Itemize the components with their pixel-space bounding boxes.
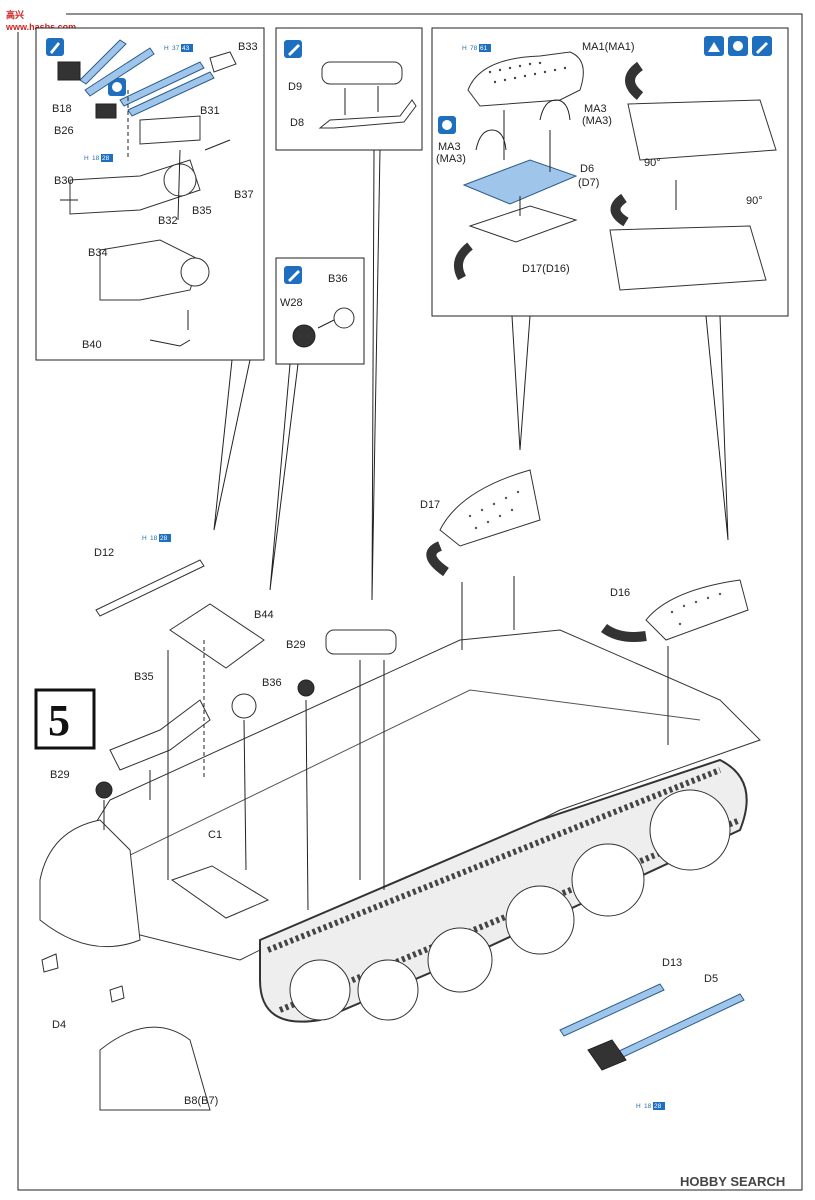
main-label: B35 — [134, 671, 154, 683]
color-ref-code: H — [142, 535, 147, 542]
color-ref-num: 78 — [470, 45, 478, 52]
inset-w28-label: B36 — [328, 273, 348, 285]
callout-lines — [213, 149, 729, 601]
glue-icon — [108, 78, 126, 96]
color-ref-num: 18 — [644, 1103, 652, 1110]
inset-muffler-label: (MA3) — [436, 153, 466, 165]
inset-gun-label: B32 — [158, 215, 178, 227]
inset-muffler-label: MA3 — [584, 103, 607, 115]
inset-gun-label: B35 — [192, 205, 212, 217]
main-label: D17 — [420, 499, 440, 511]
main-label: D12 — [94, 547, 114, 559]
color-ref: H 37 43 — [164, 44, 193, 52]
color-ref-num: 28 — [654, 1103, 662, 1110]
color-ref: H 18 28 — [84, 154, 113, 162]
step-number-box — [34, 688, 96, 750]
glue-icon — [728, 36, 748, 56]
inset-gun-label: B30 — [54, 175, 74, 187]
color-ref-num: 43 — [182, 45, 190, 52]
page-border — [17, 13, 803, 1191]
step-number: 5 — [48, 696, 70, 745]
inset-d9-label: D8 — [290, 117, 304, 129]
inset-gun-label: B26 — [54, 125, 74, 137]
main-label: B8(B7) — [184, 1095, 218, 1107]
main-assembly: 5 — [34, 469, 761, 1111]
color-ref-code: H — [164, 45, 169, 52]
cement-tube-icon — [752, 36, 772, 56]
color-ref-code: H — [84, 155, 89, 162]
main-label: D5 — [704, 973, 718, 985]
inset-muffler-label: 90° — [746, 195, 763, 207]
color-ref-num: 28 — [102, 155, 110, 162]
site-logo-text: www.hasbs.com — [5, 22, 76, 32]
inset-muffler-label: MA1(MA1) — [582, 41, 635, 53]
inset-gun-label: B40 — [82, 339, 102, 351]
color-ref-num: 18 — [150, 535, 158, 542]
site-logo: 高兴 www.hasbs.com — [4, 2, 76, 32]
color-ref-num: 18 — [92, 155, 100, 162]
inset-muffler: MA1(MA1) MA3 (MA3) MA3 (MA3) D6 (D7) D17… — [431, 27, 789, 317]
inset-gun-label: B31 — [200, 105, 220, 117]
inset-muffler-label: D6 — [580, 163, 594, 175]
cement-tube-icon — [284, 40, 302, 58]
main-label: D4 — [52, 1019, 66, 1031]
cement-tube-icon — [284, 266, 302, 284]
color-ref-num: 61 — [480, 45, 488, 52]
inset-muffler-label: (D7) — [578, 177, 599, 189]
main-label: B36 — [262, 677, 282, 689]
paint-brush-icon — [46, 38, 64, 56]
flip-over-icon — [704, 36, 724, 56]
main-label: D13 — [662, 957, 682, 969]
glue-icon — [438, 116, 456, 134]
inset-w28-label: W28 — [280, 297, 303, 309]
main-label: B29 — [286, 639, 306, 651]
color-ref-code: H — [636, 1103, 641, 1110]
inset-gun-label: B18 — [52, 103, 72, 115]
color-ref: H 78 61 — [462, 44, 491, 52]
inset-muffler-label: (MA3) — [582, 115, 612, 127]
inset-muffler-label: D17(D16) — [522, 263, 570, 275]
watermark: HOBBY SEARCH — [680, 1174, 785, 1189]
main-label: D16 — [610, 587, 630, 599]
color-ref: H 18 28 — [636, 1102, 665, 1110]
main-label: C1 — [208, 829, 222, 841]
color-ref-num: 28 — [160, 535, 168, 542]
inset-gun-label: B33 — [238, 41, 258, 53]
inset-gun-label: B34 — [88, 247, 108, 259]
inset-d9: D9 D8 — [275, 27, 423, 151]
color-ref-num: 37 — [172, 45, 180, 52]
inset-gun: B33 B18 B31 B26 B30 B32 B35 B37 B34 B40 … — [35, 27, 265, 361]
color-ref: H 18 28 — [142, 534, 171, 542]
inset-d9-label: D9 — [288, 81, 302, 93]
inset-w28: B36 W28 — [275, 257, 365, 365]
svg-text:高兴: 高兴 — [6, 9, 24, 20]
inset-gun-label: B37 — [234, 189, 254, 201]
inset-muffler-label: MA3 — [438, 141, 461, 153]
inset-muffler-label: 90° — [644, 157, 661, 169]
main-label: B44 — [254, 609, 274, 621]
main-label: B29 — [50, 769, 70, 781]
color-ref-code: H — [462, 45, 467, 52]
